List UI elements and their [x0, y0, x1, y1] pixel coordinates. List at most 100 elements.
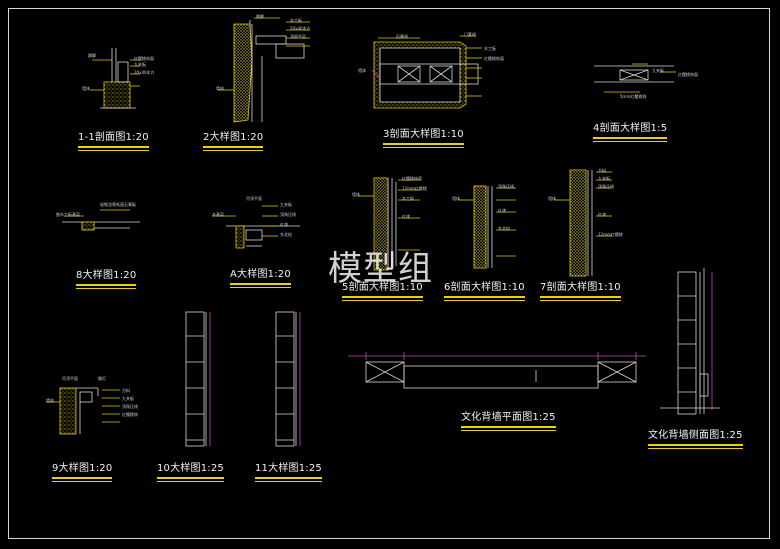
title-underline-thin — [383, 147, 464, 148]
note-d7-5: 12mm红樱桃 — [598, 232, 623, 237]
note-d9-3: 方料 — [122, 388, 130, 393]
title-underline-thin — [540, 300, 621, 301]
detail-7-section — [554, 169, 612, 277]
culture-wall-side — [660, 268, 720, 415]
detail-3-section — [371, 35, 482, 109]
note-d3-1: 门套线 — [464, 32, 476, 37]
title-underline — [255, 477, 322, 479]
note-d1-4: 墙体 — [82, 86, 90, 91]
note-d1-0: 踢脚 — [88, 53, 96, 58]
note-dA-0: 吊顶平面 — [246, 196, 262, 201]
note-d9-5: 顶角压线 — [122, 404, 138, 409]
title-detail-4: 4剖面大样图1:5 — [593, 123, 668, 142]
note-dA-4: 红漆 — [280, 222, 288, 227]
title-text: 8大样图1:20 — [76, 270, 137, 281]
title-detail-9: 9大样图1:20 — [52, 463, 113, 482]
title-underline — [342, 296, 423, 298]
note-d3-2: 木工板 — [484, 46, 496, 51]
title-detail-10: 10大样图1:25 — [157, 463, 224, 482]
note-d7-1: 九夹板 — [598, 176, 610, 181]
note-d6-1: 红漆 — [498, 208, 506, 213]
note-d6-3: 墙体 — [452, 196, 460, 201]
title-detail-2: 2大样图1:20 — [203, 132, 264, 151]
note-d1-1: 红樱桃饰面 — [134, 56, 154, 61]
note-dA-2: 九夹板 — [280, 202, 292, 207]
note-d2-3: 顶部平层 — [290, 34, 306, 39]
title-underline — [203, 146, 264, 148]
note-d6-2: 东北松 — [498, 226, 510, 231]
detail-9 — [46, 387, 120, 435]
title-underline-thin — [157, 481, 224, 482]
note-d1-3: 20x40木方 — [134, 70, 155, 75]
note-d2-2: 20x40木方 — [290, 26, 311, 31]
note-dA-3: 顶角压线 — [280, 212, 296, 217]
title-underline — [593, 137, 668, 139]
title-underline-thin — [593, 141, 668, 142]
title-text: 文化背墙平面图1:25 — [461, 412, 556, 423]
note-d2-4: 墙体 — [216, 86, 224, 91]
note-d8-1: 细木工板基层 — [56, 212, 80, 217]
note-d3-3: 红樱桃饰面 — [484, 56, 504, 61]
title-detail-A: A大样图1:20 — [230, 269, 291, 288]
title-underline — [157, 477, 224, 479]
note-d8-0: 轻钢龙骨纸面石膏板 — [100, 202, 136, 207]
note-d9-2: 踢灯 — [98, 376, 106, 381]
title-underline-thin — [648, 448, 743, 449]
note-d4-0: 九夹板 — [652, 68, 664, 73]
note-d9-6: 红樱桃饰 — [122, 412, 138, 417]
note-d5-2: 木工板 — [402, 196, 414, 201]
note-d9-1: 墙体 — [46, 398, 54, 403]
note-d5-4: 红漆 — [402, 214, 410, 219]
title-detail-8: 8大样图1:20 — [76, 270, 137, 289]
title-underline — [444, 296, 525, 298]
title-1-1-section: 1-1剖面图1:20 — [78, 132, 149, 151]
note-d3-0: 石膏线 — [396, 34, 408, 39]
title-underline — [540, 296, 621, 298]
note-d5-0: 红樱桃饰面 — [402, 176, 422, 181]
title-underline — [52, 477, 113, 479]
detail-2 — [218, 17, 310, 123]
title-text: 10大样图1:25 — [157, 463, 224, 474]
note-dA-1: 木基层 — [212, 212, 224, 217]
detail-10 — [185, 311, 211, 447]
title-underline — [78, 146, 149, 148]
title-underline — [383, 143, 464, 145]
detail-1-1-section — [90, 48, 140, 109]
title-detail-5: 5剖面大样图1:10 — [342, 282, 423, 301]
title-underline-thin — [76, 288, 137, 289]
detail-11 — [275, 311, 301, 447]
title-text: 6剖面大样图1:10 — [444, 282, 525, 293]
note-d5-3: 墙体 — [352, 192, 360, 197]
title-underline-thin — [342, 300, 423, 301]
note-d7-2: 顶角压线 — [598, 184, 614, 189]
note-dA-5: 东北松 — [280, 232, 292, 237]
note-d6-0: 顶角压线 — [498, 184, 514, 189]
title-underline — [76, 284, 137, 286]
detail-6-section — [458, 185, 516, 269]
title-culture-wall-side: 文化背墙侧面图1:25 — [648, 430, 743, 449]
title-text: 2大样图1:20 — [203, 132, 264, 143]
title-text: 9大样图1:20 — [52, 463, 113, 474]
note-d1-2: 九夹板 — [134, 62, 146, 67]
title-detail-3: 3剖面大样图1:10 — [383, 129, 464, 148]
detail-8 — [62, 209, 140, 231]
detail-A — [212, 205, 300, 249]
note-d9-0: 吊顶平面 — [62, 376, 78, 381]
title-underline — [230, 283, 291, 285]
title-underline-thin — [52, 481, 113, 482]
note-d5-1: 12mm红樱桃 — [402, 186, 427, 191]
title-detail-11: 11大样图1:25 — [255, 463, 322, 482]
title-detail-6: 6剖面大样图1:10 — [444, 282, 525, 301]
note-d7-4: 红漆 — [598, 212, 606, 217]
title-underline-thin — [444, 300, 525, 301]
title-underline-thin — [255, 481, 322, 482]
detail-4-section — [594, 63, 676, 93]
title-text: 1-1剖面图1:20 — [78, 132, 149, 143]
note-d3-4: 墙体 — [358, 68, 366, 73]
note-d9-4: 九夹板 — [122, 396, 134, 401]
detail-5-section — [358, 177, 420, 271]
title-underline-thin — [230, 287, 291, 288]
title-text: 文化背墙侧面图1:25 — [648, 430, 743, 441]
